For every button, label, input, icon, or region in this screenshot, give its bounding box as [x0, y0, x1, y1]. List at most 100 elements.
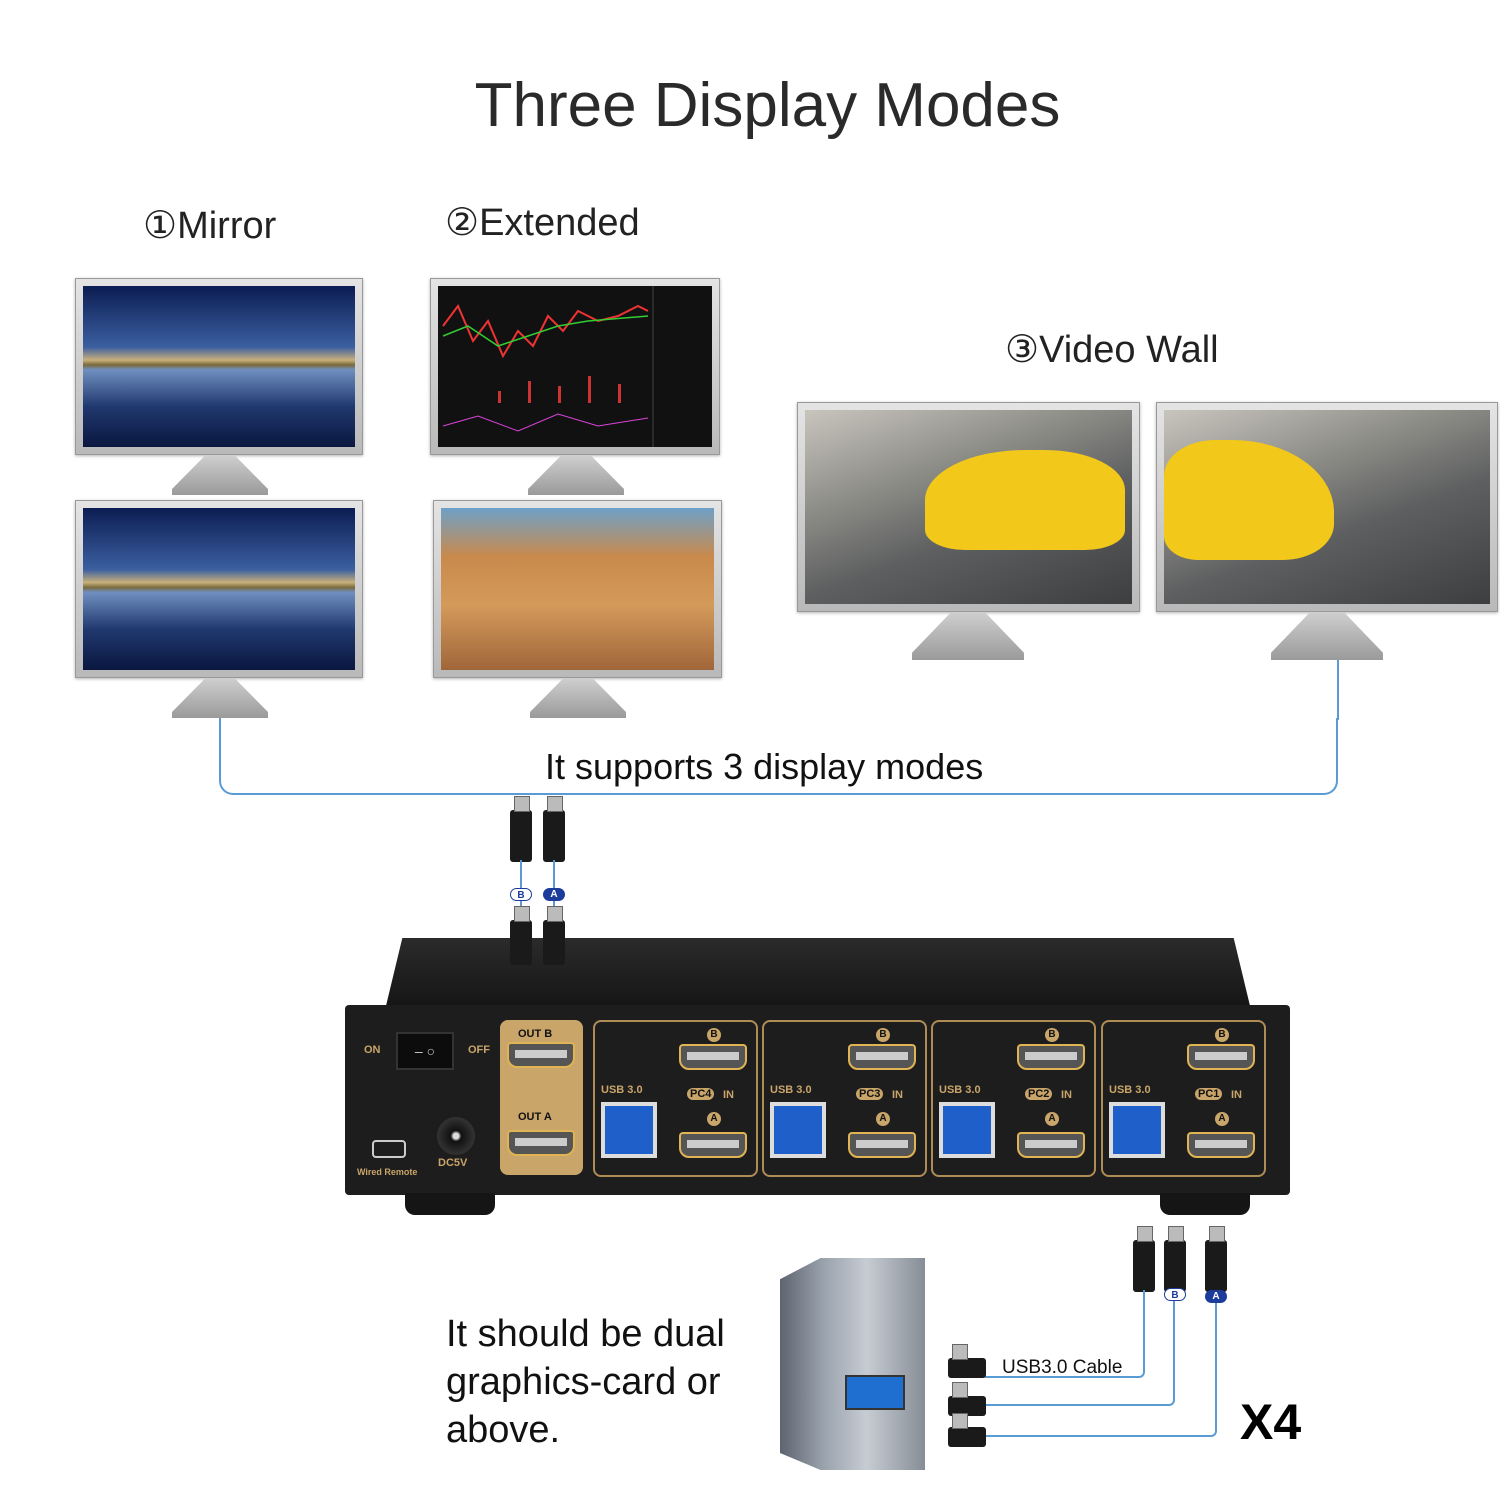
port-b-label: B: [876, 1028, 890, 1042]
port-a-label: A: [707, 1112, 721, 1126]
cable-plug: [948, 1344, 986, 1378]
hdmi-out-b-port[interactable]: [507, 1042, 575, 1068]
hdmi-in-b-port[interactable]: [1187, 1044, 1255, 1070]
lake-image: [83, 286, 355, 447]
in-label: IN: [1231, 1089, 1242, 1101]
lake-image: [83, 508, 355, 670]
hdmi-out-a-port[interactable]: [507, 1130, 575, 1156]
mirror-monitor-top: [75, 278, 363, 455]
in-label: IN: [892, 1089, 903, 1101]
monitor-stand: [912, 612, 1024, 660]
pc-label: PC3: [856, 1088, 884, 1100]
in-label: IN: [1061, 1089, 1072, 1101]
support-text: It supports 3 display modes: [543, 746, 986, 788]
hdmi-in-a-port[interactable]: [1187, 1132, 1255, 1158]
kvm-foot: [405, 1193, 495, 1215]
stock-chart-graphic: [442, 286, 654, 447]
port-a-label: A: [1215, 1112, 1229, 1126]
video-wall-monitor-left: [797, 402, 1140, 612]
on-label: ON: [364, 1044, 381, 1056]
in-label: IN: [723, 1089, 734, 1101]
display-cable-line: [1337, 660, 1339, 720]
port-b-label: B: [1045, 1028, 1059, 1042]
out-b-label: OUT B: [518, 1028, 553, 1040]
hdmi-in-b-port[interactable]: [679, 1044, 747, 1070]
hdmi-plug: [510, 906, 532, 965]
mode-extended-label: ②Extended: [445, 202, 640, 244]
requirement-line: above.: [446, 1409, 561, 1451]
car-image-right: [1164, 410, 1490, 604]
display-cable-line: [219, 718, 1338, 795]
port-a-label: A: [1045, 1112, 1059, 1126]
hdmi-plug: [543, 906, 565, 965]
usb-b-port[interactable]: [939, 1102, 995, 1158]
pc-input-group: USB 3.0 B PC2 IN A: [931, 1020, 1096, 1177]
extended-monitor-bottom: [433, 500, 722, 678]
pc-input-group: USB 3.0 B PC4 IN A: [593, 1020, 758, 1177]
hdmi-in-b-port[interactable]: [1017, 1044, 1085, 1070]
pc-label: PC2: [1025, 1088, 1053, 1100]
hdmi-in-a-port[interactable]: [679, 1132, 747, 1158]
hdmi-plug: [1133, 1226, 1155, 1292]
mode-video-wall-label: ③Video Wall: [1005, 329, 1219, 371]
pc-label: PC4: [687, 1088, 715, 1100]
hdmi-plug: [543, 796, 565, 862]
monitor-stand: [172, 678, 268, 718]
hdmi-in-a-port[interactable]: [1017, 1132, 1085, 1158]
usb-label: USB 3.0: [601, 1084, 643, 1096]
usb-b-port[interactable]: [770, 1102, 826, 1158]
off-label: OFF: [468, 1044, 490, 1056]
micro-usb-port[interactable]: [372, 1140, 406, 1158]
hdmi-in-a-port[interactable]: [848, 1132, 916, 1158]
cable-line: [985, 1290, 1217, 1437]
port-b-label: B: [1215, 1028, 1229, 1042]
monitor-stand: [1271, 612, 1383, 660]
multiplier-label: X4: [1240, 1394, 1302, 1450]
pc-input-group: USB 3.0 B PC3 IN A: [762, 1020, 927, 1177]
usb-label: USB 3.0: [770, 1084, 812, 1096]
game-image: [441, 508, 714, 670]
hdmi-plug: [1205, 1226, 1227, 1292]
usb-b-port[interactable]: [1109, 1102, 1165, 1158]
stock-chart-image: [438, 286, 712, 447]
cable-plug: [948, 1413, 986, 1447]
cable-line: [985, 1290, 1175, 1406]
port-a-label: A: [876, 1112, 890, 1126]
pc-tower: [780, 1258, 925, 1470]
usb-label: USB 3.0: [939, 1084, 981, 1096]
cable-plug: [948, 1382, 986, 1416]
usb-cable-label: USB3.0 Cable: [1002, 1357, 1123, 1378]
hdmi-plug: [510, 796, 532, 862]
dc-jack[interactable]: [437, 1117, 475, 1155]
page-title: Three Display Modes: [474, 71, 1061, 140]
dc5v-label: DC5V: [438, 1157, 468, 1169]
requirement-line: It should be dual: [446, 1313, 725, 1355]
cable-tag-a: A: [1205, 1290, 1227, 1303]
monitor-stand: [530, 678, 626, 718]
mode-mirror-label: ①Mirror: [143, 205, 277, 247]
pc-display-panel: [845, 1375, 905, 1410]
requirement-text: It should be dual graphics-card or above…: [446, 1310, 725, 1454]
mirror-monitor-bottom: [75, 500, 363, 678]
monitor-stand: [528, 455, 624, 495]
power-switch[interactable]: – ○: [396, 1032, 454, 1070]
monitor-stand: [172, 455, 268, 495]
cable-tag-b: B: [1164, 1288, 1186, 1301]
cable-tag-b: B: [510, 888, 532, 901]
video-wall-monitor-right: [1156, 402, 1498, 612]
cable-line: [985, 1290, 1145, 1378]
usb-b-port[interactable]: [601, 1102, 657, 1158]
requirement-line: graphics-card or: [446, 1361, 721, 1403]
car-image-left: [805, 410, 1132, 604]
pc-label: PC1: [1195, 1088, 1223, 1100]
hdmi-plug: [1164, 1226, 1186, 1292]
port-b-label: B: [707, 1028, 721, 1042]
usb-label: USB 3.0: [1109, 1084, 1151, 1096]
out-a-label: OUT A: [518, 1111, 552, 1123]
extended-monitor-top: [430, 278, 720, 455]
kvm-foot: [1160, 1193, 1250, 1215]
pc-input-group: USB 3.0 B PC1 IN A: [1101, 1020, 1266, 1177]
cable-tag-a: A: [543, 888, 565, 901]
hdmi-in-b-port[interactable]: [848, 1044, 916, 1070]
wired-remote-label: Wired Remote: [357, 1167, 418, 1177]
